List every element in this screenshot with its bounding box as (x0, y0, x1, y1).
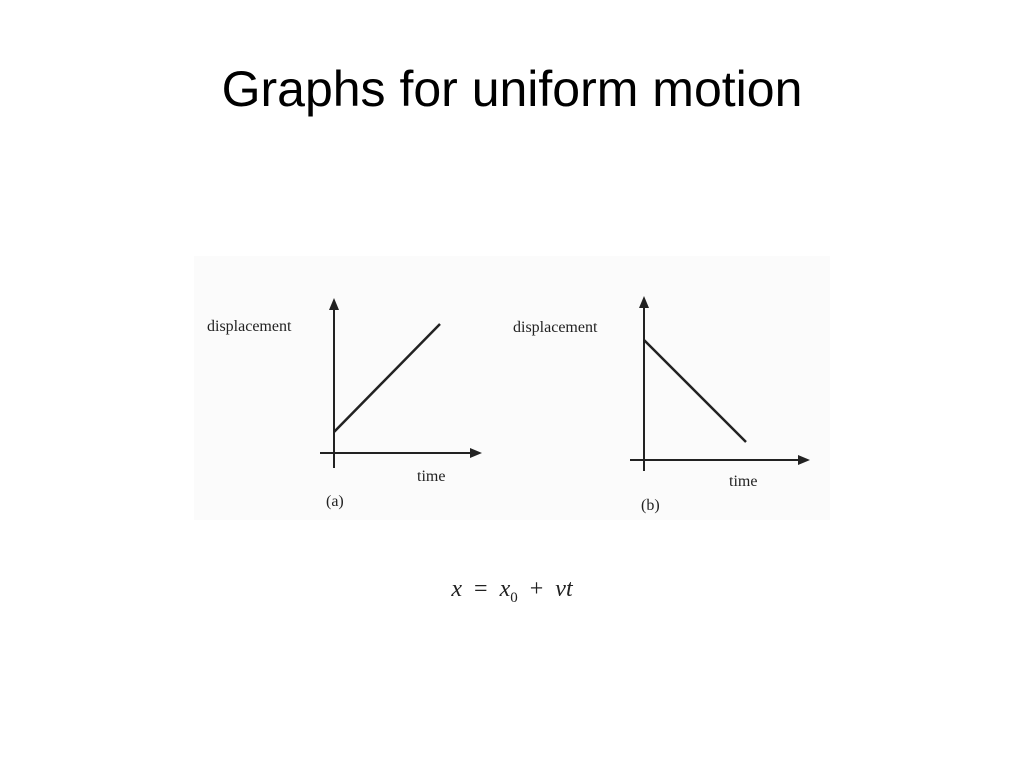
graph-a-y-arrowhead (329, 298, 339, 310)
graph-a: displacement time (a) (207, 298, 482, 510)
graph-b-x-label: time (729, 473, 757, 490)
equation-x0: x (499, 576, 511, 602)
graph-b-y-label: displacement (513, 319, 598, 336)
graph-a-x-arrowhead (470, 448, 482, 458)
graph-b-x-arrowhead (798, 455, 810, 465)
graph-a-y-label: displacement (207, 318, 292, 335)
equation-x0-subscript: 0 (510, 589, 518, 606)
figure-panel: displacement time (a) displacement time … (194, 256, 830, 520)
graph-b-y-arrowhead (639, 296, 649, 308)
equation-x: x (451, 576, 463, 602)
uniform-motion-equation: x = x0 + vt (0, 576, 1024, 607)
graph-a-caption: (a) (326, 493, 344, 510)
equation-v: v (555, 576, 566, 602)
equation-equals: = (474, 576, 488, 602)
graph-a-line (333, 323, 441, 433)
equation-t: t (565, 576, 573, 602)
graph-a-x-label: time (417, 468, 445, 485)
equation-plus: + (529, 576, 544, 602)
graph-b-line (643, 339, 747, 443)
graph-b-caption: (b) (641, 497, 660, 514)
slide-title: Graphs for uniform motion (221, 61, 803, 117)
graphs-figure: displacement time (a) displacement time … (207, 296, 810, 514)
graph-b: displacement time (b) (513, 296, 810, 514)
